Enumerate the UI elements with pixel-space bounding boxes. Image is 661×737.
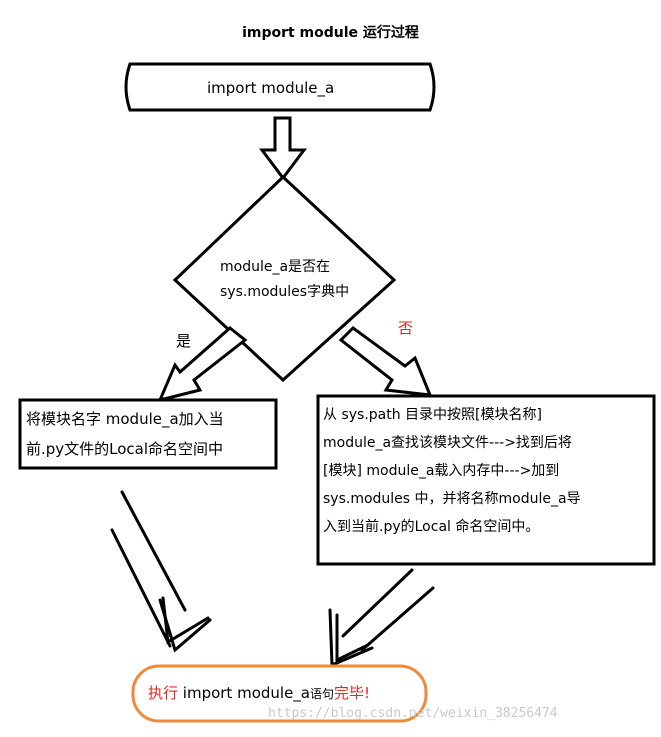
branch-yes-label: 是 xyxy=(176,332,192,350)
process-yes-text: 将模块名字 module_a加入当 前.py文件的Local命名空间中 xyxy=(26,404,276,464)
end-label-part-4: 完毕! xyxy=(334,684,371,702)
branch-no-label: 否 xyxy=(398,319,414,337)
process-no-line-1: 从 sys.path 目录中按照[模块名称] xyxy=(323,407,542,423)
decision-line-2: sys.modules字典中 xyxy=(220,284,350,300)
process-no-line-3: [模块] module_a载入内存中--->加到 xyxy=(323,463,560,479)
decision-line-1: module_a是否在 xyxy=(220,259,331,275)
process-no-line-2: module_a查找该模块文件--->找到后将 xyxy=(323,435,572,451)
start-terminator xyxy=(124,62,436,112)
arrow-yes xyxy=(157,326,248,403)
end-label-part-2: import module_a xyxy=(178,684,310,702)
diagram-title: import module 运行过程 xyxy=(242,25,419,41)
end-label-part-1: 执行 xyxy=(148,684,179,702)
process-no-line-5: 入到当前.py的Local 命名空间中。 xyxy=(323,519,540,535)
arrow-no xyxy=(338,326,433,397)
process-yes-line-1: 将模块名字 module_a加入当 xyxy=(26,410,224,428)
start-label: import module_a xyxy=(207,79,335,97)
arrow-no-to-end xyxy=(328,568,435,668)
process-box-no xyxy=(316,394,656,566)
end-label: 执行 import module_a语句完毕! xyxy=(148,682,370,703)
end-label-part-3: 语句 xyxy=(309,687,334,701)
watermark: https://blog.csdn.net/weixin_38256474 xyxy=(268,706,558,721)
process-yes-line-2: 前.py文件的Local命名空间中 xyxy=(26,440,224,458)
arrow-start-to-decision xyxy=(259,116,307,181)
process-no-line-4: sys.modules 中，并将名称module_a导 xyxy=(323,491,581,507)
process-box-yes xyxy=(18,398,278,470)
end-terminator xyxy=(131,664,428,723)
process-no-text: 从 sys.path 目录中按照[模块名称] module_a查找该模块文件--… xyxy=(323,401,653,541)
arrow-yes-to-end xyxy=(110,490,212,653)
